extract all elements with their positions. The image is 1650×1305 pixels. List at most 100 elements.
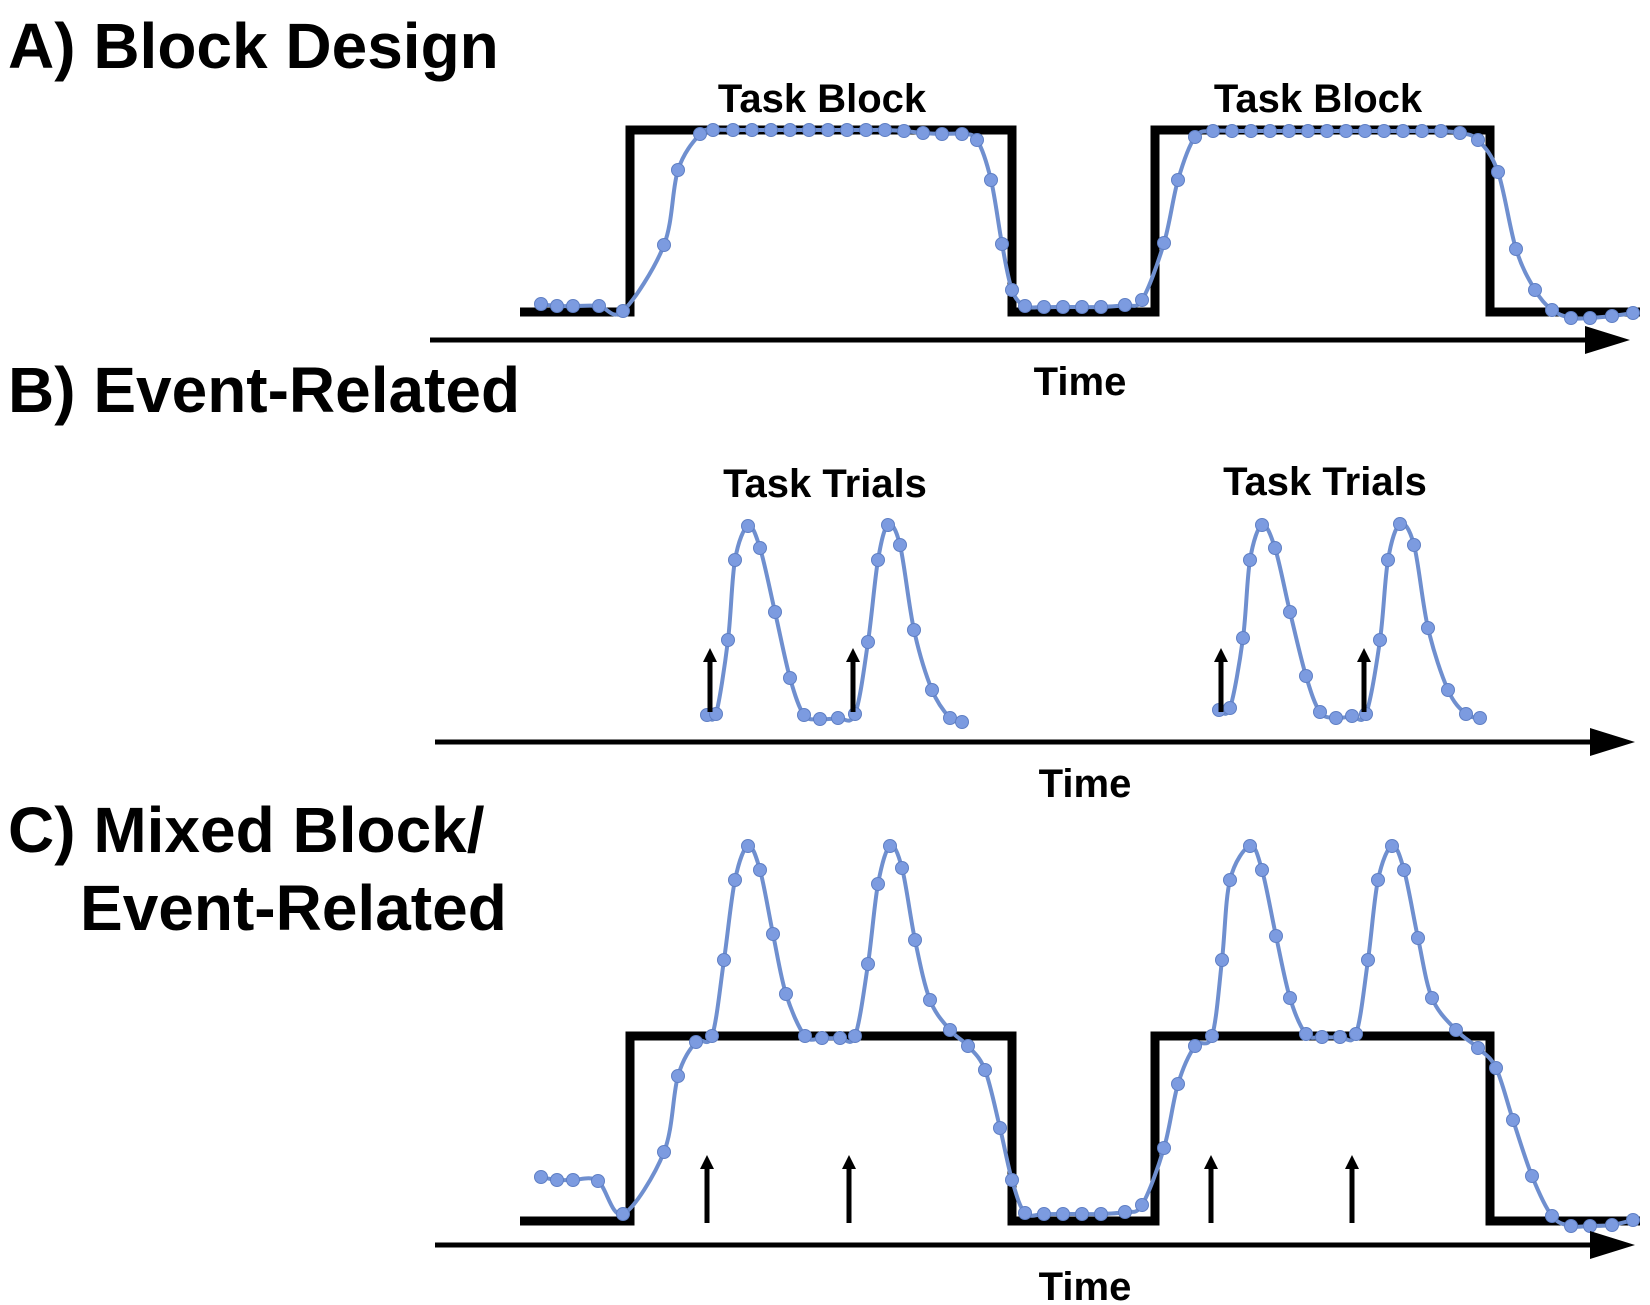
signal-sample-point [895, 861, 909, 875]
panel-b-title: B) Event-Related [8, 354, 520, 426]
event-response-curves [700, 517, 1487, 729]
signal-sample-point [923, 993, 937, 1007]
signal-sample-point [861, 957, 875, 971]
signal-sample-point [1358, 124, 1372, 138]
signal-sample-point [916, 126, 930, 140]
signal-sample-point [984, 173, 998, 187]
signal-sample-point [1361, 953, 1375, 967]
event-onset-arrows [703, 648, 1371, 712]
time-axis-arrowhead-icon [1590, 1231, 1635, 1259]
signal-sample-point [1345, 709, 1359, 723]
signal-sample-point [1373, 633, 1387, 647]
signal-sample-point [534, 1170, 548, 1184]
signal-sample-point [657, 238, 671, 252]
signal-sample-point [1205, 1029, 1219, 1043]
signal-sample-point [1223, 873, 1237, 887]
boxcar-line [520, 125, 1640, 317]
signal-sample-point [1491, 165, 1505, 179]
signal-sample-point [1545, 1209, 1559, 1223]
signal-sample-point [1056, 300, 1070, 314]
signal-sample-point [1223, 701, 1237, 715]
signal-sample-point [881, 518, 895, 532]
signal-sample-point [1471, 133, 1485, 147]
time-axis-label: Time [1034, 360, 1127, 404]
signal-sample-point [741, 839, 755, 853]
panel-a: A) Block Design Task Block Task Block Ti… [8, 10, 1640, 404]
signal-sample-point [970, 133, 984, 147]
signal-sample-point [728, 553, 742, 567]
signal-sample-point [592, 299, 606, 313]
signal-sample-point [1255, 863, 1269, 877]
signal-sample-point [1564, 1219, 1578, 1233]
signal-sample-point [1349, 1027, 1363, 1041]
signal-sample-point [741, 519, 755, 533]
signal-sample-point [1236, 631, 1250, 645]
signal-sample-point [753, 541, 767, 555]
signal-sample-point [840, 123, 854, 137]
signal-sample-point [671, 1069, 685, 1083]
signal-sample-point [1397, 863, 1411, 877]
signal-sample-point [1329, 711, 1343, 725]
signal-sample-point [1425, 991, 1439, 1005]
time-axis-arrowhead-icon [1590, 728, 1635, 756]
signal-sample-point [861, 635, 875, 649]
signal-sample-point [779, 987, 793, 1001]
signal-sample-point [925, 683, 939, 697]
signal-sample-point [1283, 605, 1297, 619]
signal-sample-point [745, 123, 759, 137]
signal-sample-point [1459, 707, 1473, 721]
signal-sample-point [1320, 124, 1334, 138]
signal-sample-point [689, 1035, 703, 1049]
signal-sample-point [961, 1039, 975, 1053]
signal-sample-point [1283, 991, 1297, 1005]
signal-sample-point [1377, 124, 1391, 138]
signal-sample-point [566, 1173, 580, 1187]
panel-c: C) Mixed Block/ Event-Related Time [8, 794, 1640, 1305]
signal-sample-point [671, 163, 685, 177]
task-trials-label-2: Task Trials [1223, 460, 1427, 504]
signal-sample-point [1215, 953, 1229, 967]
signal-sample-point [1135, 293, 1149, 307]
arrow-head-icon [1214, 648, 1228, 662]
signal-sample-point [1301, 124, 1315, 138]
signal-sample-point [550, 1173, 564, 1187]
boxcar-line [520, 1031, 1640, 1226]
signal-sample-point [908, 933, 922, 947]
block-boxcar [520, 125, 1640, 317]
signal-sample-point [1075, 300, 1089, 314]
signal-sample-point [907, 623, 921, 637]
signal-sample-point [893, 538, 907, 552]
signal-sample-point [1171, 1077, 1185, 1091]
signal-sample-point [1453, 126, 1467, 140]
mixed-signal-curve [534, 839, 1640, 1233]
time-axis-label: Time [1039, 762, 1132, 806]
signal-sample-point [1396, 124, 1410, 138]
signal-sample-point [766, 927, 780, 941]
signal-sample-point [728, 873, 742, 887]
signal-sample-point [1282, 124, 1296, 138]
signal-sample-point [1005, 1173, 1019, 1187]
signal-sample-point [1188, 130, 1202, 144]
signal-sample-point [955, 715, 969, 729]
signal-sample-point [1118, 1205, 1132, 1219]
signal-line [540, 127, 1634, 321]
signal-sample-point [616, 1207, 630, 1221]
signal-sample-point [1037, 1207, 1051, 1221]
signal-sample-point [1243, 553, 1257, 567]
signal-sample-point [1313, 705, 1327, 719]
signal-sample-point [1135, 1198, 1149, 1212]
block-boxcar [520, 1031, 1640, 1226]
signal-sample-point [955, 127, 969, 141]
signal-sample-point [1525, 1169, 1539, 1183]
signal-sample-point [753, 863, 767, 877]
signal-sample-point [1509, 242, 1523, 256]
signal-sample-point [1339, 124, 1353, 138]
signal-sample-point [1473, 711, 1487, 725]
bold-signal-curve [534, 123, 1640, 325]
signal-sample-point [813, 712, 827, 726]
signal-sample-point [1371, 873, 1385, 887]
time-axis [430, 326, 1630, 354]
signal-sample-point [1545, 303, 1559, 317]
signal-sample-point [1626, 1213, 1640, 1227]
